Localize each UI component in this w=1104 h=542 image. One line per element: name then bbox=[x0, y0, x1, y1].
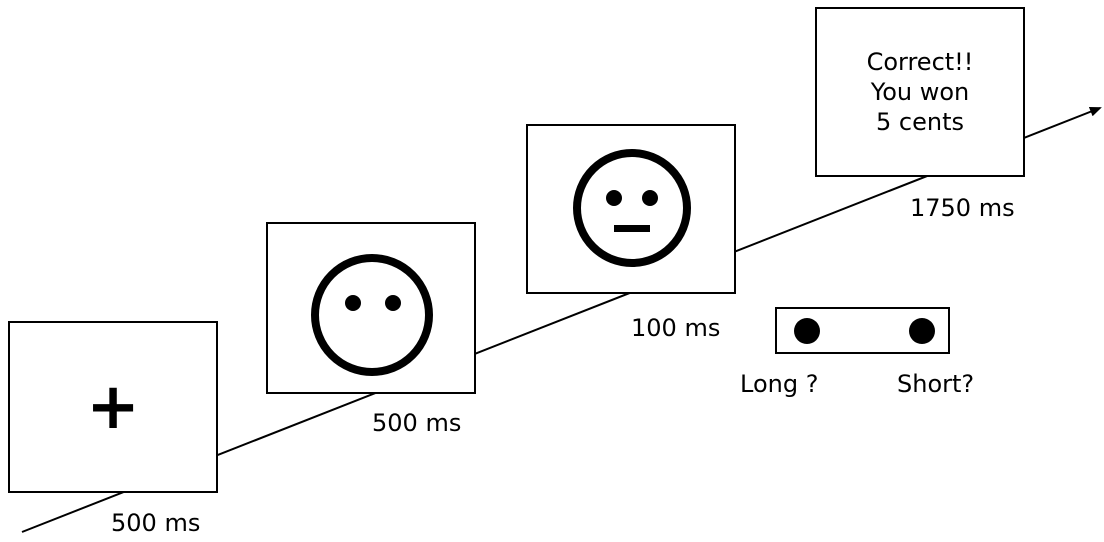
feedback-screen: Correct!! You won 5 cents bbox=[815, 7, 1025, 177]
long-response-button-icon bbox=[794, 318, 820, 344]
left-eye bbox=[606, 190, 622, 206]
cue-face-duration-label: 500 ms bbox=[372, 409, 462, 437]
feedback-line-3: 5 cents bbox=[876, 108, 964, 136]
left-eye bbox=[345, 295, 361, 311]
neutral-face-icon bbox=[573, 149, 691, 267]
feedback-duration-label: 1750 ms bbox=[910, 194, 1015, 222]
fixation-duration-label: 500 ms bbox=[111, 509, 201, 537]
feedback-line-2: You won bbox=[870, 78, 970, 106]
right-eye bbox=[642, 190, 658, 206]
blank-face-icon bbox=[311, 254, 433, 376]
probe-face-screen bbox=[526, 124, 736, 294]
mouth bbox=[614, 225, 650, 232]
fixation-screen: + bbox=[8, 321, 218, 493]
response-box bbox=[775, 307, 950, 354]
right-eye bbox=[385, 295, 401, 311]
feedback-line-1: Correct!! bbox=[866, 48, 974, 76]
short-response-label: Short? bbox=[897, 370, 975, 398]
long-response-label: Long ? bbox=[740, 370, 819, 398]
probe-face-duration-label: 100 ms bbox=[631, 314, 721, 342]
cue-face-screen bbox=[266, 222, 476, 394]
short-response-button-icon bbox=[909, 318, 935, 344]
fixation-cross: + bbox=[86, 370, 140, 444]
